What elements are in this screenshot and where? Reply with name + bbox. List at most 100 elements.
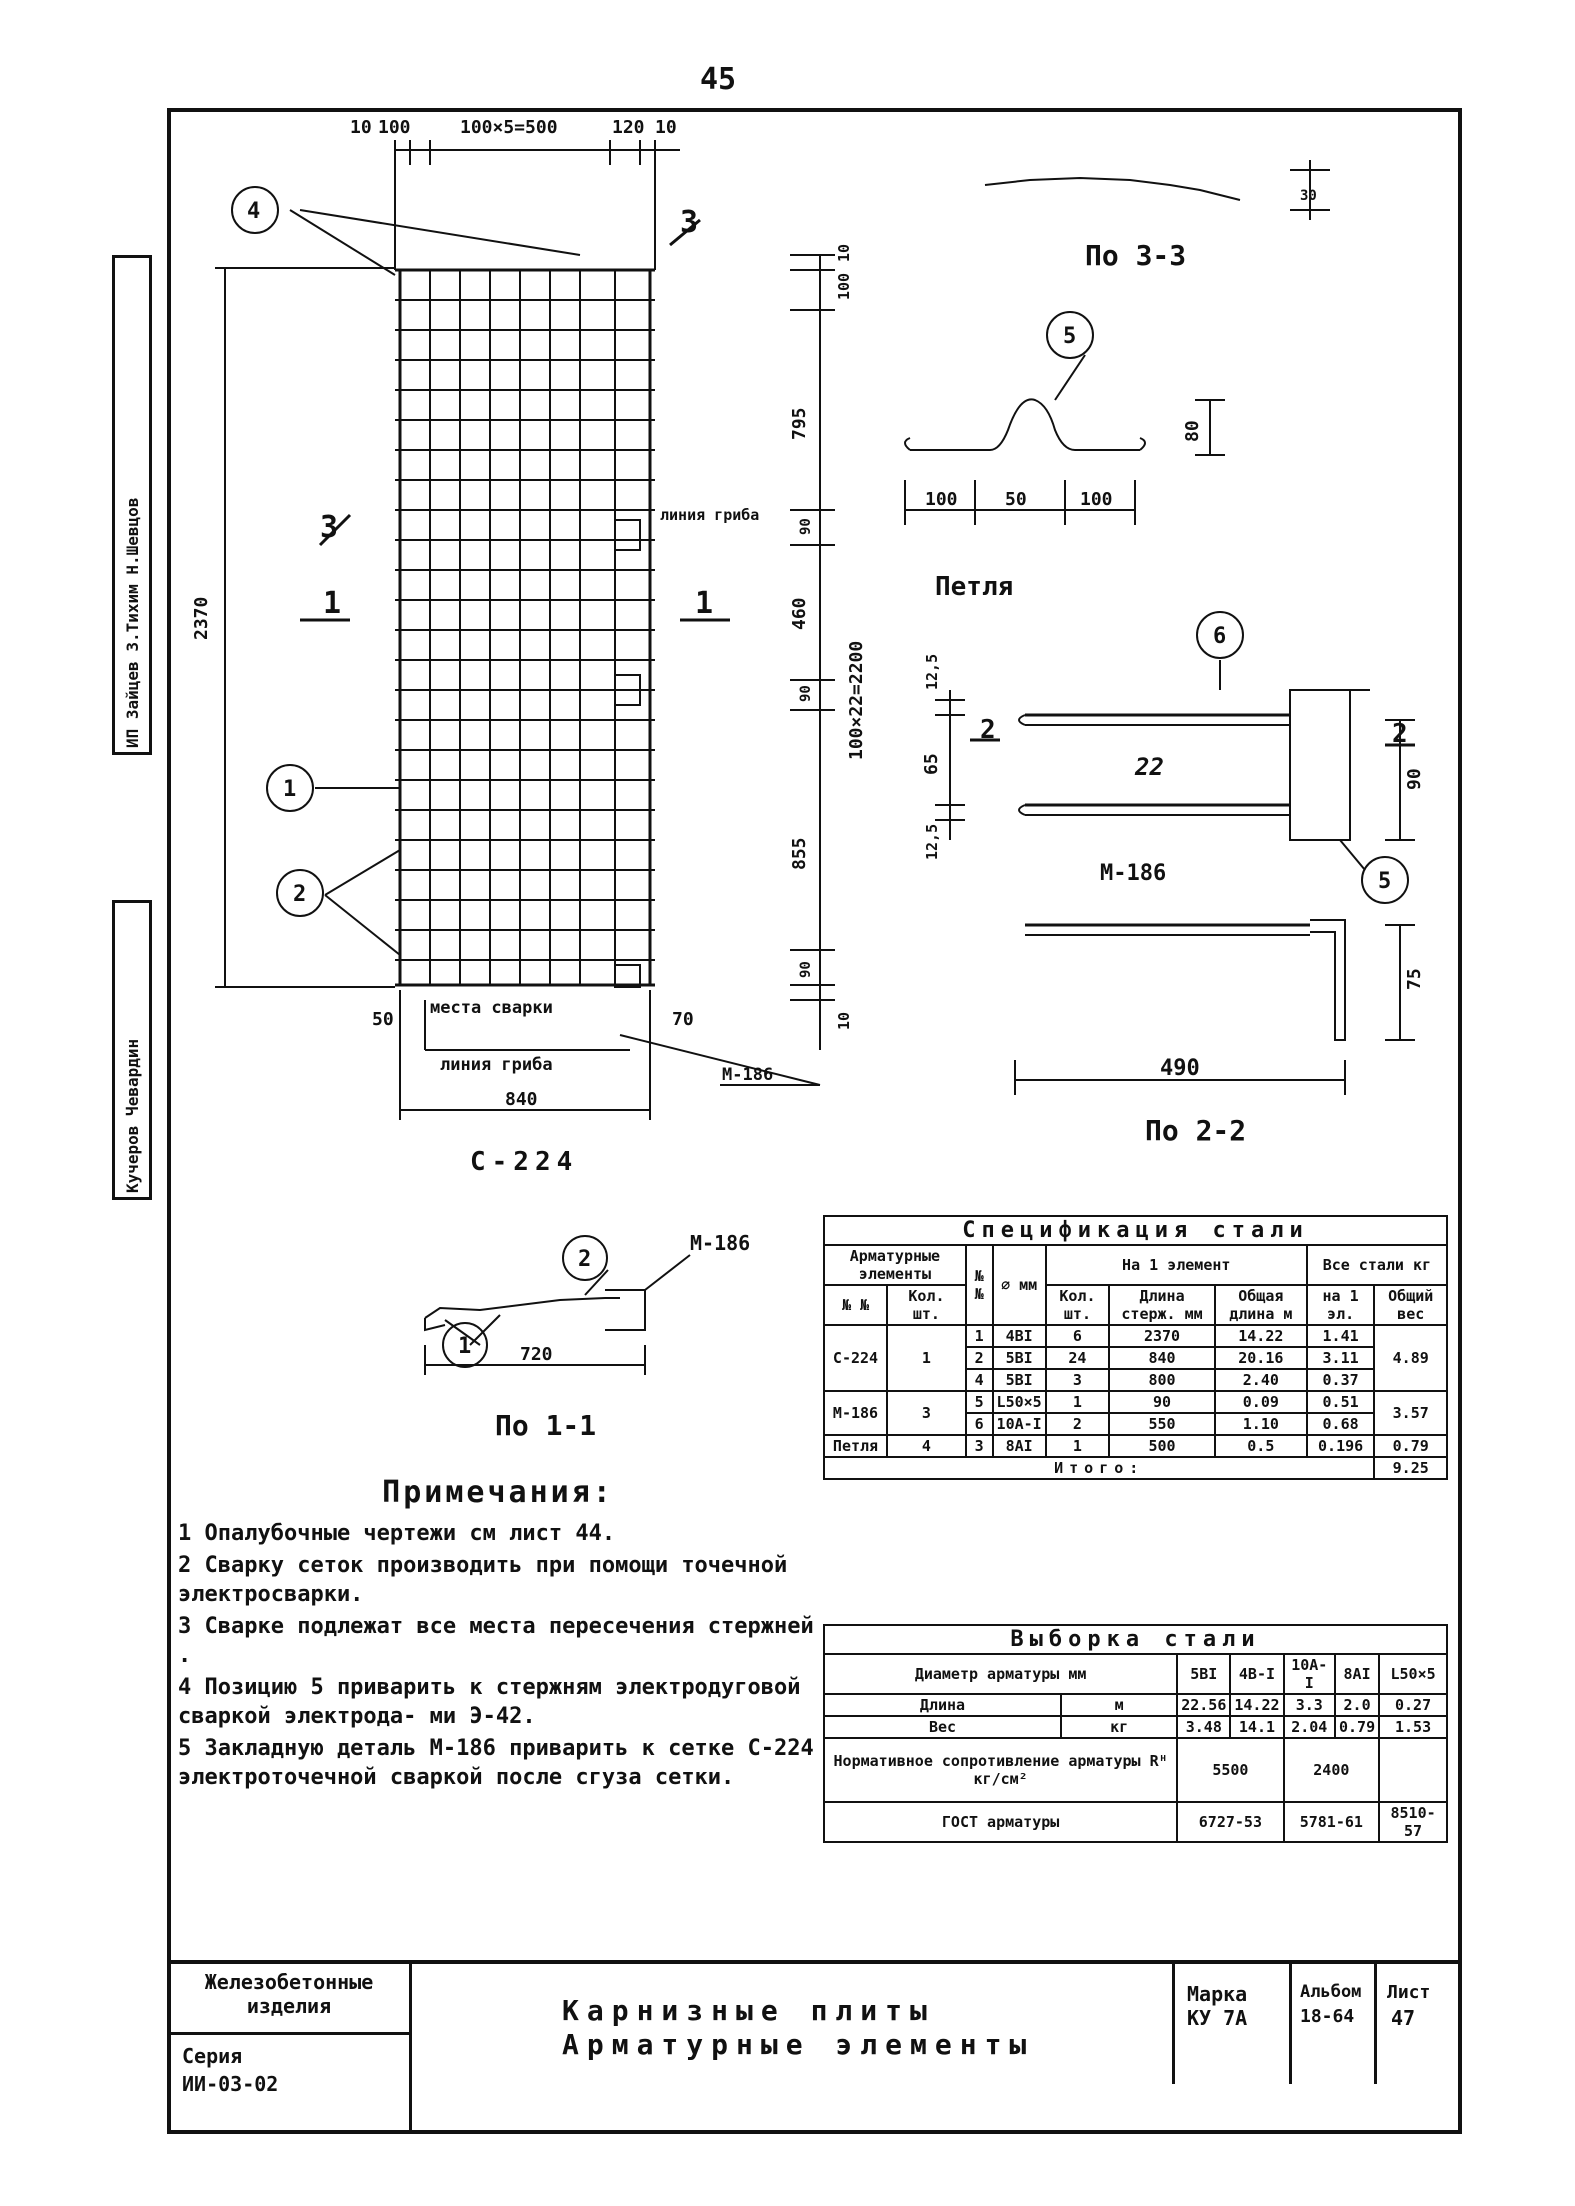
spec-total: 20.16	[1213, 1346, 1308, 1370]
spec-n: 1	[1044, 1434, 1111, 1458]
notes-heading: Примечания:	[382, 1475, 614, 1510]
sel-gost-b: 5781-61	[1282, 1801, 1381, 1843]
bend-line-bottom: линия гриба	[440, 1055, 553, 1075]
note-item: 5 Закладную деталь М-186 приварить к сет…	[178, 1736, 814, 1790]
spec-diam: 8АI	[991, 1434, 1047, 1458]
spec-tw: 3.57	[1373, 1390, 1448, 1436]
table-row: ГОСТ арматуры 6727-53 5781-61 8510-57	[822, 1801, 1448, 1843]
table-row: 6 10А-I 2 550 1.10 0.68	[824, 1412, 1447, 1436]
sel-w-val: 2.04	[1282, 1715, 1337, 1739]
side-stamp-upper: ИП Зайцев 3.Тихим Н.Шевцов	[112, 255, 152, 755]
dim-30: 30	[1300, 188, 1317, 204]
tb-mark: КУ 7А	[1187, 2006, 1248, 2030]
sel-c3: 10А-I	[1282, 1653, 1337, 1695]
detail-490: 490	[1160, 1056, 1200, 1081]
spec-w: 0.37	[1305, 1368, 1376, 1392]
sel-len-val: 0.27	[1378, 1693, 1448, 1717]
spec-pos: 4	[964, 1368, 994, 1392]
notes-section: Примечания: 1 Опалубочные чертежи см лис…	[178, 1478, 818, 1795]
spec-w: 0.68	[1305, 1412, 1376, 1436]
callout-1-sec: 1	[458, 1334, 471, 1359]
spec-pos: 2	[964, 1346, 994, 1370]
section-2-right: 2	[1392, 719, 1408, 749]
section-1-left: 1	[323, 586, 341, 621]
sel-gost-a: 6727-53	[1176, 1801, 1285, 1843]
sel-len-val: 14.22	[1229, 1693, 1285, 1717]
spec-tw: 0.79	[1373, 1434, 1448, 1458]
sel-c4: 8АI	[1333, 1653, 1381, 1695]
tb-org: Железобетонные изделия	[204, 1970, 374, 2018]
spec-tw: 4.89	[1373, 1324, 1448, 1392]
detail-90: 90	[1404, 768, 1425, 790]
sel-c2: 4В-I	[1229, 1653, 1285, 1695]
drawing-frame	[167, 108, 1462, 2134]
table-row: С-224 1 1 4ВI 6 2370 14.22 1.41 4.89	[823, 1324, 1448, 1392]
spec-total-value: 9.25	[1373, 1456, 1448, 1480]
mesh-dim-right-a: 120	[612, 117, 645, 138]
dim-50: 50	[372, 1009, 394, 1030]
sel-w-val: 1.53	[1378, 1715, 1448, 1739]
spec-diam: 10А-I	[991, 1412, 1047, 1436]
spec-h-qty2: Кол. шт.	[1044, 1284, 1111, 1326]
section-2-left: 2	[980, 715, 996, 745]
spec-table: Спецификация стали Арматурные элементы №…	[822, 1215, 1449, 1480]
sel-c5: L50×5	[1378, 1653, 1448, 1695]
sel-norm-a: 5500	[1176, 1737, 1285, 1803]
sel-w-label: Вес	[823, 1715, 1062, 1739]
spec-mark: Петля	[823, 1434, 888, 1458]
loop-dim-50: 50	[1005, 489, 1027, 510]
sel-len-label: Длина	[823, 1693, 1062, 1717]
callout-2-sec: 2	[578, 1247, 591, 1272]
callout-2: 2	[293, 882, 306, 907]
callout-5-top: 5	[1063, 324, 1076, 349]
tb-title-cell: Карнизные плиты Арматурные элементы	[412, 1964, 1342, 2134]
section-3-right: 3	[680, 205, 698, 240]
spec-w: 1.41	[1305, 1324, 1376, 1348]
dim-right-90a: 90	[798, 518, 814, 535]
spec-w: 0.51	[1305, 1390, 1376, 1414]
dim-right-2: 100	[835, 273, 853, 300]
mesh-dim-top: 100×5=500	[460, 117, 558, 138]
sel-gost-c: 8510-57	[1378, 1801, 1448, 1843]
side-stamp-lower: Кучеров Чевардин	[112, 900, 152, 1200]
tb-mark-label: Марка	[1187, 1982, 1248, 2006]
spec-total: 1.10	[1213, 1412, 1308, 1436]
spec-n: 1	[1044, 1390, 1111, 1414]
spec-qty: 4	[886, 1434, 967, 1458]
dim-840: 840	[505, 1089, 538, 1110]
note-item: 3 Сварке подлежат все места пересечения …	[178, 1614, 814, 1668]
dim-right-2200: 100×22=2200	[846, 641, 867, 760]
dim-right-90b: 90	[798, 685, 814, 702]
tb-sheet-label: Лист	[1387, 1982, 1431, 2003]
spec-n: 3	[1044, 1368, 1111, 1392]
sel-w-val: 0.79	[1333, 1715, 1381, 1739]
view-2-2: По 2-2	[1145, 1114, 1246, 1147]
spec-diam: L50×5	[991, 1390, 1047, 1414]
loop-label: Петля	[935, 572, 1013, 602]
spec-h-mark: № №	[823, 1284, 888, 1326]
spec-mark: М-186	[823, 1390, 888, 1436]
title-block: Железобетонные изделия Серия ИИ-03-02 Ка…	[167, 1960, 1462, 2134]
sel-title: Выборка стали	[823, 1624, 1448, 1655]
sel-norm-label: Нормативное сопротивление арматуры Rᴴ кг…	[822, 1737, 1179, 1803]
spec-len: 90	[1108, 1390, 1216, 1414]
bend-line-label: линия гриба	[660, 506, 759, 524]
dim-right-90c: 90	[798, 961, 814, 978]
tb-sheet: 47	[1391, 2006, 1416, 2030]
spec-diam: 5ВI	[991, 1346, 1047, 1370]
sel-w-unit: кг	[1059, 1715, 1179, 1739]
spec-total: 14.22	[1213, 1324, 1308, 1348]
detail-75: 75	[1404, 968, 1425, 990]
table-row: Нормативное сопротивление арматуры Rᴴ кг…	[822, 1737, 1448, 1803]
spec-h-per-el: на 1 эл.	[1305, 1284, 1376, 1326]
tb-title-2: Арматурные элементы	[562, 2028, 1035, 2061]
note-item: 2 Сварку сеток производить при помощи то…	[178, 1553, 788, 1607]
sel-len-val: 2.0	[1333, 1693, 1381, 1717]
spec-h-elements: Арматурные элементы	[823, 1244, 967, 1286]
table-row: Петля 4 3 8АI 1 500 0.5 0.196 0.79	[823, 1434, 1448, 1458]
sel-h-diam: Диаметр арматуры мм	[822, 1653, 1179, 1695]
dim-right-855: 855	[789, 837, 810, 870]
note-item: 1 Опалубочные чертежи см лист 44.	[178, 1521, 616, 1546]
spec-h-total-len: Общая длина м	[1213, 1284, 1308, 1326]
